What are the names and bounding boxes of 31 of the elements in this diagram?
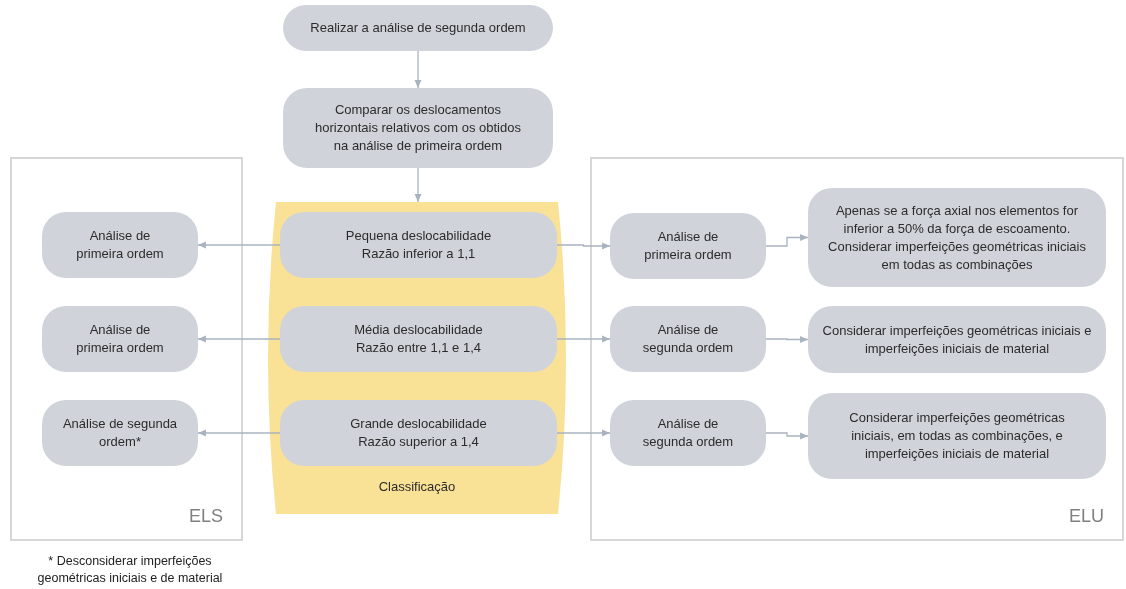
footnote: * Desconsiderar imperfeições geométricas iniciais e de material (36, 553, 224, 587)
arrow (414, 50, 422, 89)
process-box: Análise de primeira ordem (610, 213, 766, 279)
arrow (765, 432, 809, 440)
group-title: ELU (1069, 506, 1104, 527)
process-box: Análise de segunda ordem (610, 306, 766, 372)
process-box: Análise de primeira ordem (42, 212, 198, 278)
arrow (765, 336, 809, 343)
arrow (556, 242, 611, 250)
process-box: Comparar os deslocamentos horizontais relativos com os obtidos na análise de primeira ordem (283, 88, 553, 168)
process-box: Apenas se a força axial nos elementos for inferior a 50% da força de escoamento. Considerar imperfeições geométricas iniciais em todas as combinações (808, 188, 1106, 287)
group-frame (10, 157, 243, 541)
process-box: Considerar imperfeições geométricas iniciais, em todas as combinações, e imperfeições iniciais de material (808, 393, 1106, 479)
process-box: Realizar a análise de segunda ordem (283, 5, 553, 51)
arrow (197, 429, 281, 437)
arrow (556, 335, 611, 343)
process-box: Grande deslocabilidade Razão superior a 1,4 (280, 400, 557, 466)
arrow (197, 241, 281, 249)
arrow (765, 234, 809, 247)
arrow (556, 429, 611, 437)
process-box: Análise de segunda ordem (610, 400, 766, 466)
group-title: Classificação (377, 479, 457, 494)
group-frame (590, 157, 1124, 541)
process-box: Análise de primeira ordem (42, 306, 198, 372)
group-title: ELS (188, 506, 223, 527)
arrow (197, 335, 281, 343)
process-box: Análise de segunda ordem* (42, 400, 198, 466)
arrow (414, 167, 422, 203)
process-box: Média deslocabilidade Razão entre 1,1 e 1,4 (280, 306, 557, 372)
process-box: Pequena deslocabilidade Razão inferior a 1,1 (280, 212, 557, 278)
process-box: Considerar imperfeições geométricas iniciais e imperfeições iniciais de material (808, 306, 1106, 373)
